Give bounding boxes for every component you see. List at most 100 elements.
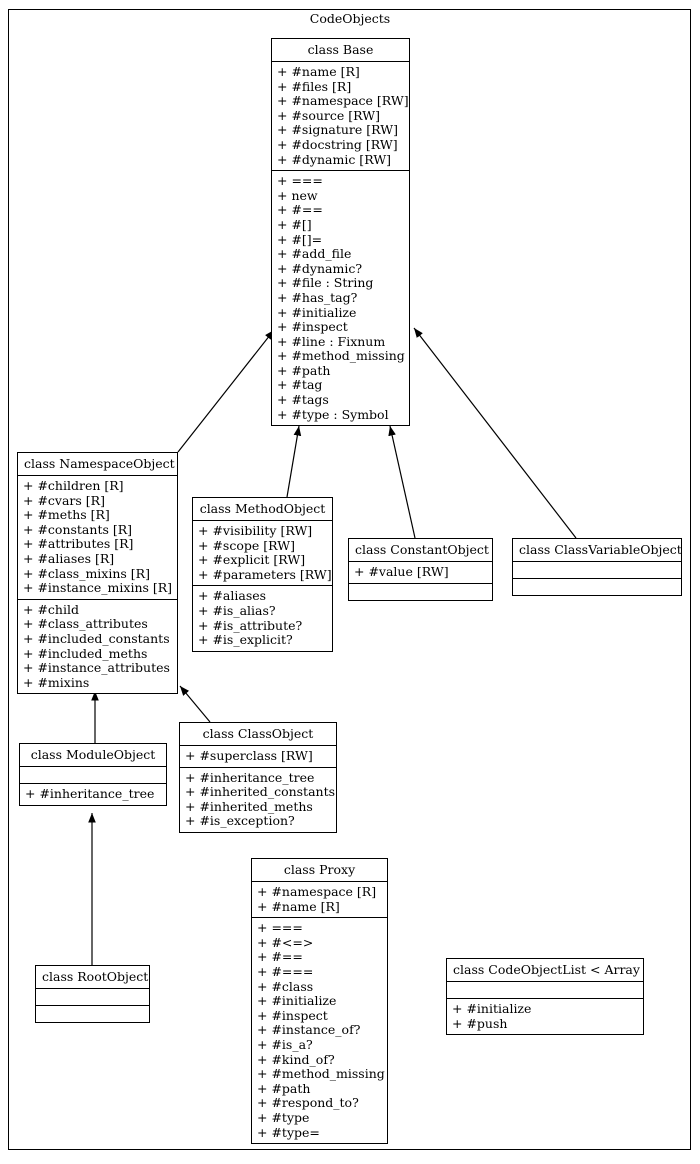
class-member-row: + #add_file	[277, 246, 352, 262]
class-member-row: + #type : Symbol	[277, 406, 389, 422]
class-member-row: + #explicit [RW]	[198, 552, 306, 568]
class-title-moduleobject: class ModuleObject	[20, 744, 166, 767]
class-member-row: + #name [R]	[277, 64, 360, 79]
class-member-row: + #superclass [RW]	[185, 748, 313, 763]
class-member-row: + #constants [R]	[23, 521, 133, 537]
class-title-proxy: class Proxy	[252, 859, 387, 882]
class-member-row: + #initialize	[277, 304, 357, 320]
methods-section-rootobject	[36, 1006, 149, 1022]
methods-section-moduleobject: + #inheritance_tree	[20, 784, 166, 805]
class-member-row: + #method_missing	[277, 348, 405, 364]
class-member-row: + #inherited_constants	[185, 784, 336, 800]
class-member-row: + #instance_of?	[257, 1022, 361, 1038]
attributes-section-proxy: + #namespace [R]+ #name [R]	[252, 882, 387, 919]
class-box-constantobject[interactable]: class ConstantObject + #value [RW]	[348, 538, 493, 601]
class-member-row: + #mixins	[23, 674, 90, 690]
class-member-row: + #class_attributes	[23, 616, 148, 632]
attributes-section-classobject: + #superclass [RW]	[180, 746, 336, 768]
class-box-methodobject[interactable]: class MethodObject + #visibility [RW]+ #…	[192, 497, 333, 652]
class-member-row: + #tags	[277, 392, 329, 408]
class-member-row: + #initialize	[452, 1001, 532, 1016]
class-member-row: + #==	[277, 202, 323, 218]
class-member-row: + #<=>	[257, 934, 314, 950]
class-member-row: + #cvars [R]	[23, 492, 105, 508]
class-member-row: + #aliases [R]	[23, 550, 115, 566]
attributes-section-classvariableobject	[513, 562, 681, 579]
methods-section-constantobject	[349, 584, 492, 600]
methods-section-namespaceobject: + #child+ #class_attributes+ #included_c…	[18, 600, 177, 694]
class-member-row: + #line : Fixnum	[277, 333, 386, 349]
class-member-row: + #files [R]	[277, 78, 352, 94]
class-member-row: + new	[277, 187, 318, 203]
class-member-row: + #aliases	[198, 588, 267, 604]
class-box-base[interactable]: class Base + #name [R]+ #files [R]+ #nam…	[271, 38, 410, 427]
class-box-classobject[interactable]: class ClassObject + #superclass [RW] + #…	[179, 722, 337, 833]
class-member-row: + #has_tag?	[277, 289, 358, 305]
class-member-row: + #[]=	[277, 231, 323, 247]
class-member-row: + ===	[257, 920, 303, 936]
class-member-row: + #is_attribute?	[198, 617, 303, 633]
class-title-codeobjectlist: class CodeObjectList < Array	[447, 959, 643, 982]
attributes-section-moduleobject	[20, 767, 166, 784]
class-box-proxy[interactable]: class Proxy + #namespace [R]+ #name [R] …	[251, 858, 388, 1145]
class-member-row: + #inspect	[277, 319, 348, 335]
class-title-base: class Base	[272, 39, 409, 62]
class-member-row: + #type=	[257, 1124, 320, 1140]
class-title-classobject: class ClassObject	[180, 723, 336, 746]
attributes-section-constantobject: + #value [RW]	[349, 562, 492, 584]
class-member-row: + #signature [RW]	[277, 122, 398, 138]
class-member-row: + #namespace [RW]	[277, 93, 409, 109]
class-member-row: + #initialize	[257, 993, 337, 1009]
class-box-classvariableobject[interactable]: class ClassVariableObject	[512, 538, 682, 596]
class-member-row: + #===	[257, 963, 314, 979]
class-box-moduleobject[interactable]: class ModuleObject + #inheritance_tree	[19, 743, 167, 806]
class-member-row: + #inheritance_tree	[185, 769, 315, 785]
class-member-row: + #path	[277, 362, 331, 378]
class-member-row: + #scope [RW]	[198, 537, 295, 553]
class-title-classvariableobject: class ClassVariableObject	[513, 539, 682, 562]
attributes-section-namespaceobject: + #children [R]+ #cvars [R]+ #meths [R]+…	[18, 476, 177, 600]
class-member-row: + #push	[452, 1015, 508, 1031]
class-title-constantobject: class ConstantObject	[349, 539, 492, 562]
class-title-methodobject: class MethodObject	[193, 498, 332, 521]
class-member-row: + #dynamic [RW]	[277, 151, 392, 167]
class-member-row: + #class	[257, 978, 314, 994]
class-member-row: + #name [R]	[257, 898, 340, 914]
class-box-rootobject[interactable]: class RootObject	[35, 965, 150, 1023]
class-member-row: + #meths [R]	[23, 507, 110, 523]
class-box-codeobjectlist[interactable]: class CodeObjectList < Array + #initiali…	[446, 958, 644, 1036]
class-member-row: + #inspect	[257, 1007, 328, 1023]
class-member-row: + #is_explicit?	[198, 632, 293, 648]
class-member-row: + #attributes [R]	[23, 536, 134, 552]
attributes-section-rootobject	[36, 989, 149, 1006]
class-member-row: + #kind_of?	[257, 1051, 335, 1067]
class-member-row: + #method_missing	[257, 1066, 385, 1082]
class-member-row: + #class_mixins [R]	[23, 565, 150, 581]
class-member-row: + #file : String	[277, 275, 374, 291]
class-title-namespaceobject: class NamespaceObject	[18, 453, 177, 476]
class-member-row: + #included_constants	[23, 630, 170, 646]
class-member-row: + #namespace [R]	[257, 884, 377, 899]
class-member-row: + #child	[23, 601, 79, 617]
methods-section-base: + ===+ new+ #==+ #[]+ #[]=+ #add_file+ #…	[272, 171, 409, 425]
methods-section-methodobject: + #aliases+ #is_alias?+ #is_attribute?+ …	[193, 586, 332, 650]
package-title: CodeObjects	[309, 11, 391, 26]
class-member-row: + #instance_attributes	[23, 660, 170, 676]
class-member-row: + #path	[257, 1080, 311, 1096]
class-member-row: + #inheritance_tree	[25, 786, 155, 801]
class-member-row: + #source [RW]	[277, 107, 380, 123]
class-box-namespaceobject[interactable]: class NamespaceObject + #children [R]+ #…	[17, 452, 178, 695]
class-member-row: + #inherited_meths	[185, 798, 313, 814]
class-member-row: + #tag	[277, 377, 323, 393]
class-member-row: + ===	[277, 173, 323, 189]
package-frame	[8, 9, 691, 1150]
class-member-row: + #type	[257, 1109, 310, 1125]
attributes-section-codeobjectlist	[447, 982, 643, 999]
class-member-row: + #dynamic?	[277, 260, 363, 276]
class-member-row: + #[]	[277, 216, 312, 232]
class-title-rootobject: class RootObject	[36, 966, 149, 989]
class-member-row: + #==	[257, 949, 303, 965]
class-member-row: + #children [R]	[23, 478, 124, 493]
methods-section-classvariableobject	[513, 579, 681, 595]
